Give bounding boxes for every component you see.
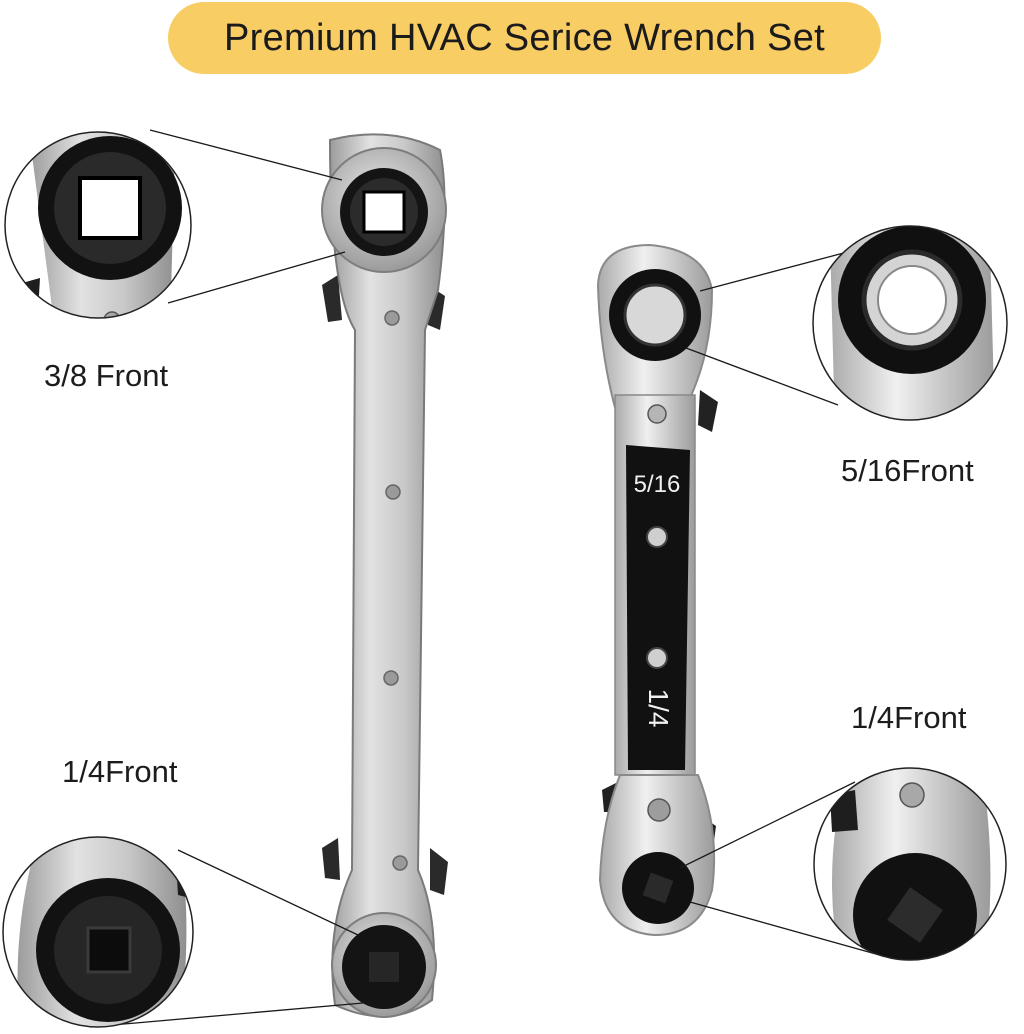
zoom-circle-1-4-front-right <box>813 767 1007 961</box>
label-1-4-front-right: 1/4Front <box>851 700 967 735</box>
size-marking-5-16: 5/16 <box>634 471 681 498</box>
title-banner: Premium HVAC Serice Wrench Set <box>168 2 881 74</box>
zoom-circle-5-16-front <box>812 225 1008 421</box>
callout-lines <box>89 129 884 1028</box>
label-5-16-front: 5/16Front <box>841 453 974 488</box>
label-3-8-front: 3/8 Front <box>44 358 169 393</box>
small-wrench: 5/16 1/4 <box>596 243 718 937</box>
large-wrench <box>321 133 448 1018</box>
zoom-circle-3-8-front <box>4 131 192 319</box>
zoom-circle-1-4-front-left <box>2 836 194 1028</box>
size-marking-1-4: 1/4 <box>643 689 674 728</box>
label-1-4-front-left: 1/4Front <box>62 754 178 789</box>
